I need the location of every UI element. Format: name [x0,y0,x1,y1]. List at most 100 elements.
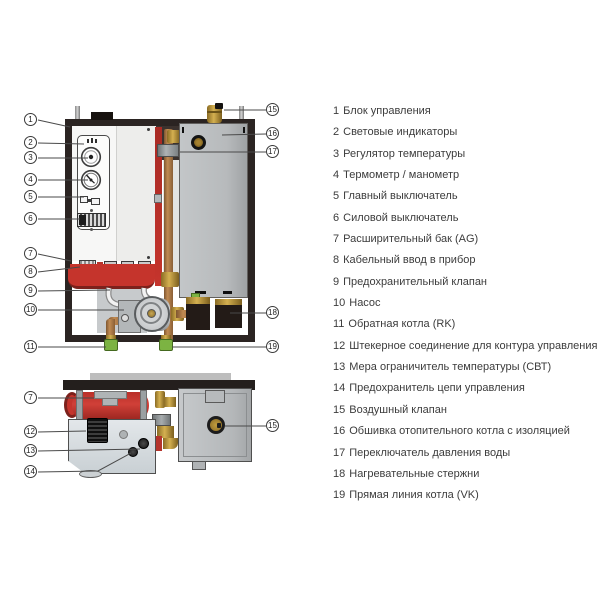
legend-num: 3 [333,147,340,160]
top-junction-box [91,112,113,120]
callout-marker: 4 [24,173,37,186]
branch-elbow-pipe [176,310,194,318]
callout-marker: 17 [266,145,279,158]
callout-marker: 7 [24,247,37,260]
legend-num: 10 [333,297,346,310]
air-valve-core [210,419,222,431]
air-valve-cap [215,103,223,109]
tank-bracket [102,398,118,406]
panel-screw [147,256,150,259]
plumbing-valve [155,391,165,408]
return-elbow-pipe [106,319,115,341]
legend-num: 16 [333,425,346,438]
switch-dot [90,228,93,231]
callout-marker: 8 [24,265,37,278]
callout-marker: 12 [24,425,37,438]
return-elbow-pipe [108,317,124,325]
air-valve-notch [217,423,221,428]
callout-marker: 19 [266,340,279,353]
pipe-elbow-fitting [167,130,180,143]
front-panel-right [116,126,156,261]
legend-label: Световые индикаторы [343,126,458,139]
return-connector-RK [104,339,118,351]
flow-connector-VK [159,339,173,351]
legend-num: 11 [333,318,345,331]
panel-screw [147,128,150,131]
callout-marker: 9 [24,284,37,297]
manifold-top [70,264,155,271]
riser-pipe [164,129,173,343]
callout-marker: 13 [24,444,37,457]
switch-bridge [88,199,91,202]
legend-label: Воздушный клапан [349,403,447,416]
boiler-body-red [155,127,162,286]
callout-marker: 2 [24,136,37,149]
callout-marker: 3 [24,151,37,164]
legend-label: Кабельный ввод в прибор [343,254,476,267]
legend-num: 6 [333,211,340,224]
legend-num: 17 [333,446,346,459]
callout-marker: 16 [266,127,279,140]
water-pressure-switch [157,144,179,157]
indicator-lights [87,139,89,143]
legend-num: 19 [333,489,346,502]
heating-rod-top [215,299,242,305]
union-band [161,335,171,340]
legend-num: 14 [333,382,346,395]
indicator-lights [95,139,97,143]
legend-num: 7 [333,233,340,246]
casing-top-tab [205,390,225,403]
callout-marker: 10 [24,303,37,316]
callout-marker: 15 [266,103,279,116]
legend-label: Термометр / манометр [343,169,460,182]
legend-num: 8 [333,254,340,267]
legend-label: Мера ограничитель температуры (СВТ) [349,361,552,374]
box-grommet [119,430,128,439]
legend-label: Прямая линия котла (VK) [349,489,479,502]
legend-num: 18 [333,467,346,480]
casing-foot [192,461,206,470]
legend-label: Предохранительный клапан [343,275,488,288]
heating-rod-top [186,297,210,304]
plumbing-red-stub [154,436,162,451]
union-band [106,335,116,340]
legend-num: 2 [333,126,340,139]
control-fuse [128,447,138,457]
mounting-pin [75,106,80,120]
legend-num: 5 [333,190,340,203]
casing-dash [195,291,206,294]
callout-marker: 6 [24,212,37,225]
air-valve-band [207,111,222,113]
legend-num: 1 [333,105,340,117]
control-plug-connector [87,418,108,443]
legend-label: Обратная котла (RK) [348,318,456,331]
main-switch [91,198,100,205]
thermo-manometer-gauge [80,169,102,191]
plumbing-elbow [163,438,178,449]
legend-label: Обшивка отопительного котла с изоляцией [349,425,570,438]
callout-marker: 15 [266,419,279,432]
legend-label: Предохранитель цепи управления [349,382,525,395]
pipe-clip [154,194,162,203]
callout-marker: 14 [24,465,37,478]
switch-dot [90,209,93,212]
casing-tick [182,127,184,133]
callout-marker: 18 [266,306,279,319]
